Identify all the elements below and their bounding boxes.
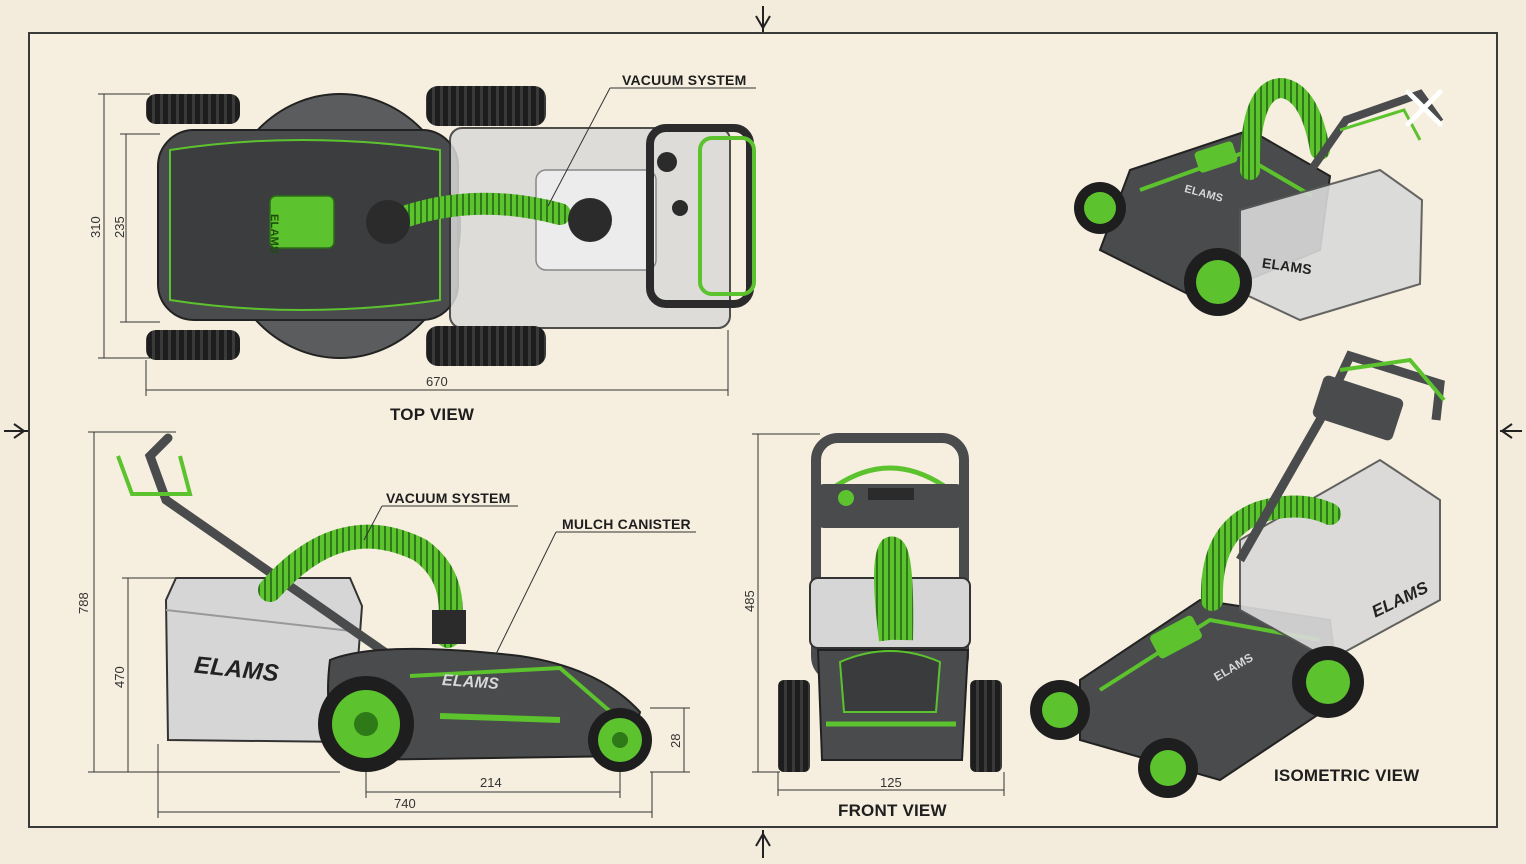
close-button[interactable] (1398, 82, 1450, 134)
dim-front-125: 125 (880, 775, 902, 790)
dim-side-28: 28 (668, 733, 683, 748)
dim-front-485: 485 (742, 590, 757, 612)
front-view-dimension-lines (752, 433, 1005, 796)
dim-side-788: 788 (76, 592, 91, 614)
isometric-view-title: ISOMETRIC VIEW (1274, 766, 1420, 785)
top-view-title: TOP VIEW (390, 405, 475, 424)
dim-top-310: 310 (88, 216, 103, 238)
top-view-drawing (146, 86, 756, 366)
callout-vacuum-system-top: VACUUM SYSTEM (622, 72, 747, 88)
top-view-dimension-lines (98, 87, 756, 396)
dim-side-470: 470 (112, 666, 127, 688)
front-view-title: FRONT VIEW (838, 801, 947, 820)
callout-mulch-canister: MULCH CANISTER (562, 516, 691, 532)
side-view-dimension-lines (88, 431, 696, 818)
brand-logo-top-view: ELAMS (268, 214, 280, 254)
isometric-view-large-drawing (1030, 350, 1446, 798)
dim-side-214: 214 (480, 775, 502, 790)
dim-top-670: 670 (426, 374, 448, 389)
dim-top-235: 235 (112, 216, 127, 238)
side-view-drawing (116, 433, 652, 772)
front-view-drawing (778, 433, 1002, 772)
callout-vacuum-system-side: VACUUM SYSTEM (386, 490, 511, 506)
registration-marks (4, 6, 1522, 858)
dim-side-740: 740 (394, 796, 416, 811)
close-icon (1405, 89, 1443, 127)
isometric-view-small-drawing (1074, 77, 1444, 322)
